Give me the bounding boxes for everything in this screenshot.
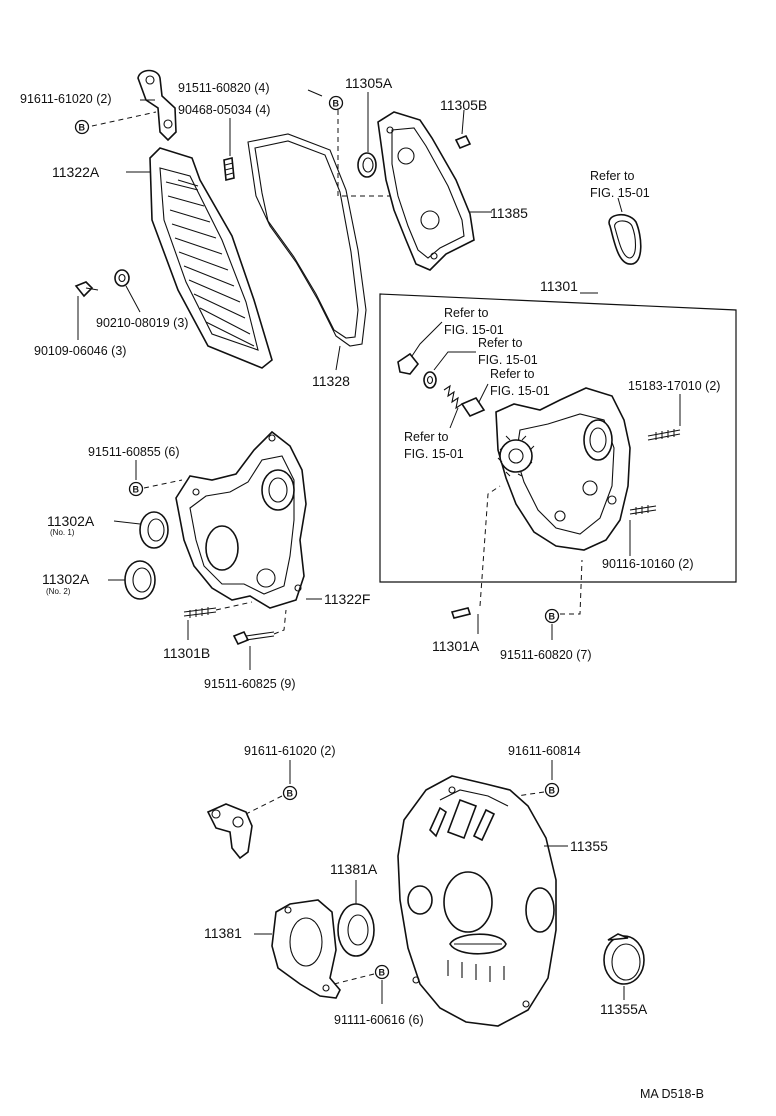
part-label: 91511-60820 (7) <box>500 648 592 662</box>
bracket-part <box>206 803 253 860</box>
o-ring-part <box>608 214 642 265</box>
oil-pump-body <box>495 387 631 551</box>
part-label: 91611-61020 (2) <box>244 744 336 758</box>
seal-retainer <box>271 899 341 999</box>
refer-note: Refer to <box>404 430 449 444</box>
part-label: 11305A <box>345 75 393 91</box>
part-label: 11381A <box>330 861 378 877</box>
engine-end-plate <box>397 775 557 1027</box>
bolt-marker-b: B <box>128 481 144 497</box>
part-label: 90109-06046 (3) <box>34 344 126 358</box>
part-label: 15183-17010 (2) <box>628 379 720 393</box>
hole-cap-part <box>603 933 645 985</box>
part-label: 91611-60814 <box>508 744 581 758</box>
part-label: 11301B <box>163 645 210 661</box>
bolt-marker-b: B <box>374 964 390 980</box>
svg-text:B: B <box>549 786 556 796</box>
timing-belt-cover-upper <box>149 147 273 369</box>
part-label: 11301A <box>432 638 480 654</box>
oil-seal-no1 <box>139 511 169 549</box>
bracket-part <box>137 69 177 142</box>
stud-part <box>629 505 657 515</box>
svg-text:B: B <box>379 968 386 978</box>
svg-text:B: B <box>79 123 86 133</box>
bolt-marker-b: B <box>328 95 344 111</box>
part-label: 11301 <box>540 278 578 294</box>
part-label: 11355 <box>570 838 608 854</box>
refer-note: FIG. 15-01 <box>404 447 464 461</box>
washer-part <box>114 269 130 287</box>
relief-valve-piston <box>460 397 486 417</box>
bolt-marker-b: B <box>544 782 560 798</box>
bolt-marker-b: B <box>74 119 90 135</box>
rear-oil-seal <box>337 903 375 957</box>
assembly-box <box>379 293 737 583</box>
relief-valve-washer <box>423 371 437 389</box>
part-label: 91511-60825 (9) <box>204 677 296 691</box>
stud-part <box>647 429 681 441</box>
refer-note: FIG. 15-01 <box>590 186 650 200</box>
bolt-part <box>232 630 275 646</box>
relief-valve-spring <box>443 384 463 410</box>
refer-note: FIG. 15-01 <box>490 384 550 398</box>
stud-part <box>183 607 217 618</box>
bolt-marker-b: B <box>282 785 298 801</box>
svg-text:B: B <box>133 485 140 495</box>
clip-part <box>223 156 235 182</box>
part-label: 91611-61020 (2) <box>20 92 112 106</box>
part-label: 11355A <box>600 1001 648 1017</box>
oil-seal-no2 <box>124 560 156 600</box>
rear-cover-plate <box>377 111 475 271</box>
part-label: 11385 <box>490 205 528 221</box>
refer-note: Refer to <box>590 169 635 183</box>
part-note: (No. 2) <box>46 587 71 596</box>
plug-part <box>454 134 472 150</box>
refer-note: FIG. 15-01 <box>478 353 538 367</box>
dowel-pin-part <box>450 607 472 619</box>
bolt-marker-b: B <box>544 608 560 624</box>
part-label: 11302A <box>47 513 95 529</box>
part-label: 90468-05034 (4) <box>178 103 270 117</box>
svg-text:B: B <box>549 612 556 622</box>
part-label: 91111-60616 (6) <box>334 1013 424 1027</box>
part-label: 11302A <box>42 571 90 587</box>
refer-note: Refer to <box>490 367 535 381</box>
refer-note: Refer to <box>444 306 489 320</box>
gasket-part <box>247 133 367 347</box>
part-label: 11322F <box>324 591 370 607</box>
part-label: 11328 <box>312 373 350 389</box>
svg-text:B: B <box>333 99 340 109</box>
part-label: 91511-60820 (4) <box>178 81 270 95</box>
part-label: 91511-60855 (6) <box>88 445 180 459</box>
part-label: 90210-08019 (3) <box>96 316 188 330</box>
bolt-part <box>74 281 99 298</box>
svg-text:B: B <box>287 789 294 799</box>
timing-chain-cover <box>175 430 307 609</box>
part-label: 11322A <box>52 164 100 180</box>
oil-seal-part <box>357 152 377 178</box>
part-label: 11305B <box>440 97 487 113</box>
figure-code: MA D518-B <box>640 1087 704 1101</box>
part-label: 90116-10160 (2) <box>602 557 694 571</box>
part-note: (No. 1) <box>50 528 75 537</box>
relief-valve-plug <box>397 352 420 375</box>
refer-note: Refer to <box>478 336 523 350</box>
refer-note: FIG. 15-01 <box>444 323 504 337</box>
part-label: 11381 <box>204 925 242 941</box>
